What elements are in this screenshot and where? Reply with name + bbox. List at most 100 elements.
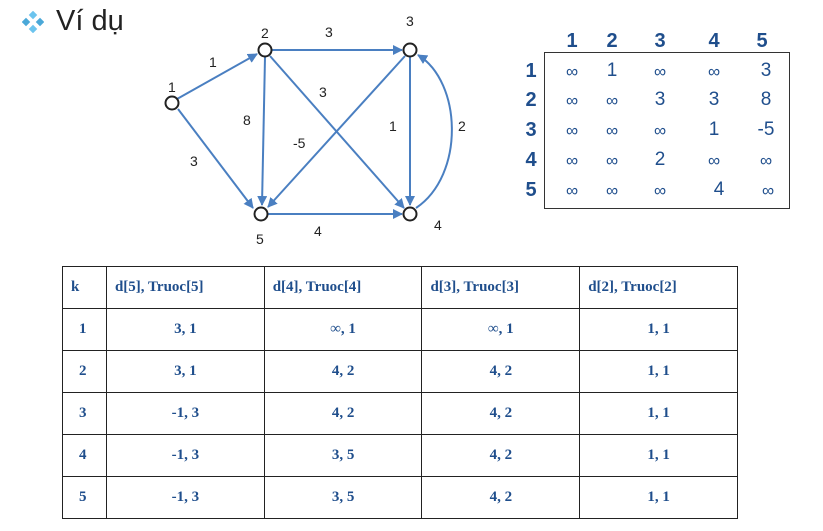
matrix-cell: ∞ xyxy=(653,121,667,140)
edge-1-2 xyxy=(176,53,258,100)
table-row: 3 -1, 3 4, 2 4, 2 1, 1 xyxy=(62,392,738,435)
matrix-col-header: 2 xyxy=(606,30,618,52)
matrix-cell: ∞ xyxy=(565,62,579,81)
directed-graph: 1 2 3 4 5 1 3 3 3 8 -5 1 2 4 xyxy=(164,13,466,247)
matrix-cell: -5 xyxy=(757,119,775,140)
node-label: 1 xyxy=(168,79,176,95)
matrix-cell: ∞ xyxy=(565,151,579,170)
matrix-cell: 2 xyxy=(654,149,666,170)
table-cell: 1, 1 xyxy=(579,434,738,477)
table-cell: ∞, 1 xyxy=(421,308,581,351)
table-cell: 4 xyxy=(62,434,107,477)
matrix-cell: ∞ xyxy=(759,151,773,170)
diamond-bullet-icon xyxy=(22,10,44,33)
table-cell: 1 xyxy=(62,308,107,351)
table-header: d[5], Truoc[5] xyxy=(105,266,265,309)
matrix-cell: ∞ xyxy=(565,181,579,200)
matrix-border xyxy=(544,52,790,209)
table-cell: 1, 1 xyxy=(579,392,738,435)
matrix-cell: 3 xyxy=(760,60,772,81)
table-cell: 4, 2 xyxy=(421,350,581,393)
table-cell: 4, 2 xyxy=(263,392,423,435)
edge-2-5 xyxy=(257,56,268,206)
matrix-cell: ∞ xyxy=(605,91,619,110)
edge-weight: 1 xyxy=(389,118,397,134)
matrix-col-header: 4 xyxy=(708,30,720,52)
title-text: Ví dụ xyxy=(56,5,124,37)
edge-weight: 3 xyxy=(325,24,333,40)
edge-weight: 4 xyxy=(314,223,322,239)
graph-node xyxy=(402,206,418,222)
node-label: 4 xyxy=(434,217,442,233)
matrix-cell: 8 xyxy=(760,89,772,110)
table-cell: 1, 1 xyxy=(579,350,738,393)
matrix-cell: 3 xyxy=(708,89,720,110)
table-cell: 4, 2 xyxy=(421,476,581,519)
table-row: 2 3, 1 4, 2 4, 2 1, 1 xyxy=(62,350,738,393)
matrix-cell: ∞ xyxy=(565,91,579,110)
table-row: 4 -1, 3 3, 5 4, 2 1, 1 xyxy=(62,434,738,477)
table-cell: 3 xyxy=(62,392,107,435)
table-cell: 4, 2 xyxy=(421,392,581,435)
graph-node xyxy=(257,42,273,58)
slide-title: Ví dụ xyxy=(22,5,124,38)
edge-weight: 3 xyxy=(190,153,198,169)
table-header: d[4], Truoc[4] xyxy=(263,266,423,309)
table-cell: 3, 1 xyxy=(105,308,265,351)
matrix-cell: ∞ xyxy=(707,151,721,170)
matrix-cell: ∞ xyxy=(605,151,619,170)
graph-node xyxy=(402,42,418,58)
table-cell: 4, 2 xyxy=(421,434,581,477)
table-cell: 5 xyxy=(62,476,107,519)
matrix-cell: ∞ xyxy=(605,121,619,140)
edge-weight: 8 xyxy=(243,112,251,128)
table-cell: 1, 1 xyxy=(579,476,738,519)
table-cell: 4, 2 xyxy=(263,350,423,393)
edge-4-3 xyxy=(415,54,453,209)
edge-weight: 3 xyxy=(319,84,327,100)
matrix-col-header: 5 xyxy=(756,30,768,52)
matrix-cell: ∞ xyxy=(761,181,775,200)
table-cell: 1, 1 xyxy=(579,308,738,351)
table-cell: -1, 3 xyxy=(105,476,265,519)
table-cell: 3, 1 xyxy=(105,350,265,393)
matrix-row-header: 4 xyxy=(525,149,537,171)
table-header: d[3], Truoc[3] xyxy=(421,266,581,309)
table-header-row: k d[5], Truoc[5] d[4], Truoc[4] d[3], Tr… xyxy=(62,266,738,309)
edge-weight: 2 xyxy=(458,118,466,134)
matrix-cell: ∞ xyxy=(707,62,721,81)
node-label: 5 xyxy=(256,231,264,247)
matrix-row-header: 1 xyxy=(525,60,537,82)
matrix-row-header: 2 xyxy=(525,89,537,111)
matrix-cell: ∞ xyxy=(605,181,619,200)
graph-node xyxy=(253,206,269,222)
node-label: 2 xyxy=(261,25,269,41)
table-cell: ∞, 1 xyxy=(263,308,423,351)
weight-matrix: 1 2 3 4 5 1 2 3 4 5 ∞ 1 ∞ ∞ 3 ∞ ∞ 3 3 8 … xyxy=(516,28,796,210)
table-header: d[2], Truoc[2] xyxy=(579,266,738,309)
edge-3-5 xyxy=(267,55,406,208)
table-cell: -1, 3 xyxy=(105,392,265,435)
matrix-cell: ∞ xyxy=(565,121,579,140)
matrix-col-header: 1 xyxy=(566,30,578,52)
matrix-cell: ∞ xyxy=(653,181,667,200)
table-cell: 3, 5 xyxy=(263,434,423,477)
edge-1-5 xyxy=(177,108,254,209)
matrix-row-header: 5 xyxy=(525,179,537,201)
node-label: 3 xyxy=(406,13,414,29)
matrix-cell: 1 xyxy=(708,119,720,140)
table-cell: 2 xyxy=(62,350,107,393)
table-row: 1 3, 1 ∞, 1 ∞, 1 1, 1 xyxy=(62,308,738,351)
table-row: 5 -1, 3 3, 5 4, 2 1, 1 xyxy=(62,476,738,519)
table-cell: -1, 3 xyxy=(105,434,265,477)
edge-weight: -5 xyxy=(293,135,306,151)
edge-weight: 1 xyxy=(209,54,217,70)
matrix-col-header: 3 xyxy=(654,30,666,52)
matrix-cell: 4 xyxy=(713,179,725,200)
table-header: k xyxy=(62,266,107,309)
matrix-row-header: 3 xyxy=(525,119,537,141)
table-cell: 3, 5 xyxy=(263,476,423,519)
matrix-cell: 1 xyxy=(606,60,618,81)
dijkstra-iteration-table: k d[5], Truoc[5] d[4], Truoc[4] d[3], Tr… xyxy=(62,266,738,519)
matrix-cell: ∞ xyxy=(653,62,667,81)
